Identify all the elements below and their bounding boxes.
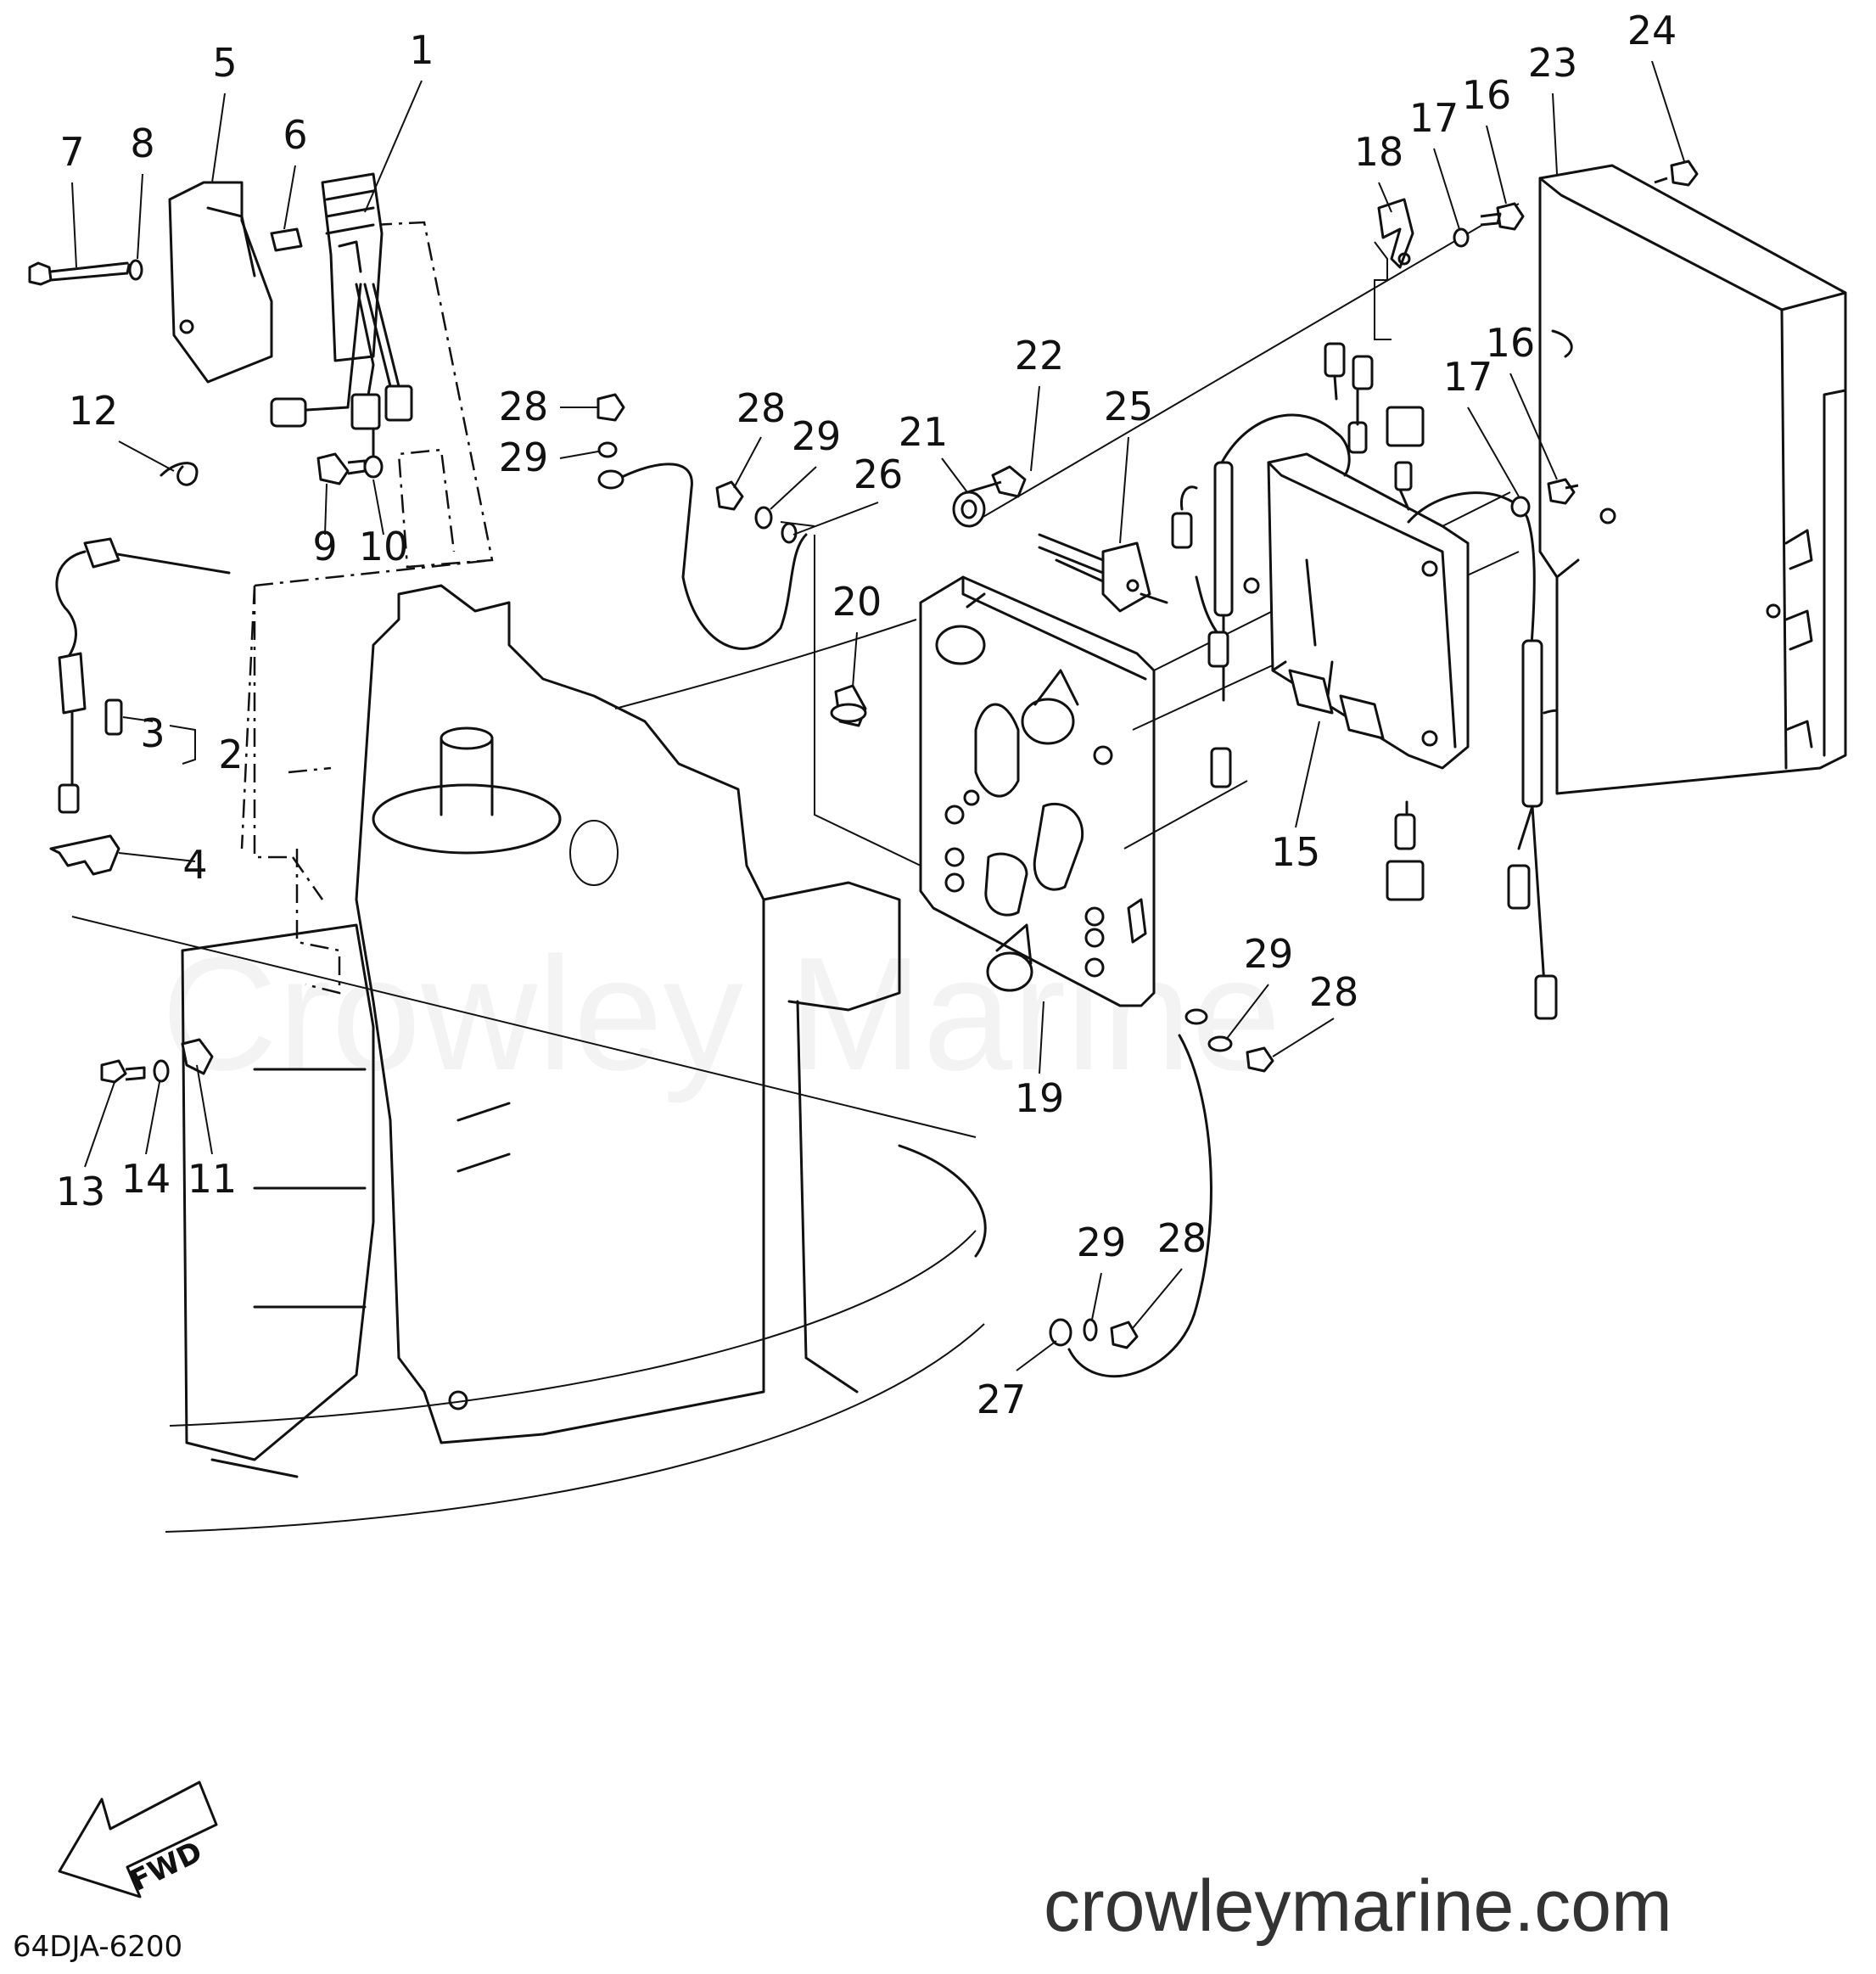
washer-part-17-a	[1453, 227, 1470, 248]
callout-4: 4	[182, 842, 207, 888]
base-plate-part-19	[919, 575, 1156, 1007]
leader-line	[614, 619, 917, 709]
engine-block-outline	[71, 584, 987, 1533]
callout-3: 3	[140, 710, 165, 756]
washer-part-26	[781, 522, 798, 544]
bolt-part-22	[966, 465, 1027, 498]
site-url: crowleymarine.com	[1044, 1865, 1672, 1947]
callout-28: 28	[499, 384, 549, 429]
callout-10: 10	[359, 524, 409, 569]
bolt-part-7	[28, 261, 131, 286]
cdi-unit-part-15	[1243, 452, 1470, 770]
sensor-part-2	[55, 537, 231, 814]
callout-15: 15	[1271, 829, 1321, 875]
clip-part-12	[160, 462, 199, 486]
callout-9: 9	[312, 524, 337, 569]
bolt-part-13	[100, 1059, 146, 1084]
switch-part-25	[1038, 533, 1168, 613]
cover-part-5	[168, 181, 273, 384]
callout-29: 29	[1244, 931, 1294, 977]
callout-11: 11	[188, 1156, 238, 1202]
callout-24: 24	[1627, 8, 1677, 53]
callout-6: 6	[283, 112, 307, 158]
collar-part-6	[270, 227, 303, 252]
grommet-part-21	[952, 491, 986, 528]
callout-29: 29	[792, 413, 842, 459]
callout-19: 19	[1015, 1075, 1065, 1121]
diagram-code: 64DJA-6200	[13, 1930, 182, 1964]
callout-16: 16	[1462, 72, 1512, 118]
bracket-part-18	[1377, 198, 1414, 269]
bolt-part-24	[1654, 160, 1699, 187]
washer-part-8	[128, 259, 143, 281]
callout-5: 5	[212, 40, 237, 86]
callout-17: 17	[1409, 95, 1459, 141]
bolt-part-28-d	[1110, 1321, 1139, 1349]
callout-17: 17	[1443, 354, 1493, 400]
callout-16: 16	[1486, 320, 1536, 366]
callout-22: 22	[1015, 333, 1065, 379]
callout-2: 2	[218, 732, 243, 777]
callout-14: 14	[121, 1156, 171, 1202]
bolt-part-16-b	[1547, 478, 1579, 505]
clamp-part-4	[49, 834, 120, 876]
washer-part-10	[363, 455, 384, 479]
bracket-part-11	[181, 1038, 214, 1075]
washer-part-29-d	[1083, 1318, 1098, 1342]
bolt-part-16-a	[1480, 202, 1525, 231]
callout-29: 29	[499, 435, 549, 480]
callout-18: 18	[1354, 129, 1404, 175]
bolt-part-28-a	[596, 393, 625, 422]
bolt-part-28-c	[1246, 1046, 1274, 1073]
callout-23: 23	[1528, 40, 1578, 86]
washer-part-29-b	[754, 506, 773, 530]
cover-part-23	[1538, 164, 1847, 795]
callout-1: 1	[409, 27, 434, 73]
callout-13: 13	[56, 1169, 106, 1214]
callout-29: 29	[1077, 1220, 1127, 1265]
callout-20: 20	[832, 579, 882, 625]
callout-28: 28	[1309, 969, 1359, 1015]
callout-leaders	[71, 60, 1685, 1371]
bolt-part-9	[316, 452, 367, 485]
callout-26: 26	[854, 451, 904, 497]
rectifier-regulator-assembly	[240, 172, 494, 900]
washer-part-29-c	[1207, 1035, 1233, 1052]
fuse-part-3	[104, 698, 123, 736]
washer-part-14	[153, 1059, 170, 1083]
callout-21: 21	[899, 409, 949, 455]
callout-8: 8	[130, 121, 154, 166]
callout-25: 25	[1104, 384, 1154, 429]
callout-7: 7	[59, 129, 84, 175]
callout-12: 12	[69, 388, 119, 434]
bolt-part-28-b	[715, 480, 744, 511]
wire-harness	[1171, 342, 1588, 1020]
fwd-label: FWD	[125, 1835, 207, 1898]
washer-part-17-b	[1510, 496, 1531, 518]
forward-direction-arrow: FWD	[58, 1781, 218, 1898]
callout-28: 28	[736, 385, 787, 431]
callout-27: 27	[977, 1377, 1027, 1422]
callout-28: 28	[1157, 1215, 1207, 1261]
washer-part-27	[1049, 1318, 1072, 1347]
washer-part-29-a	[597, 441, 618, 458]
